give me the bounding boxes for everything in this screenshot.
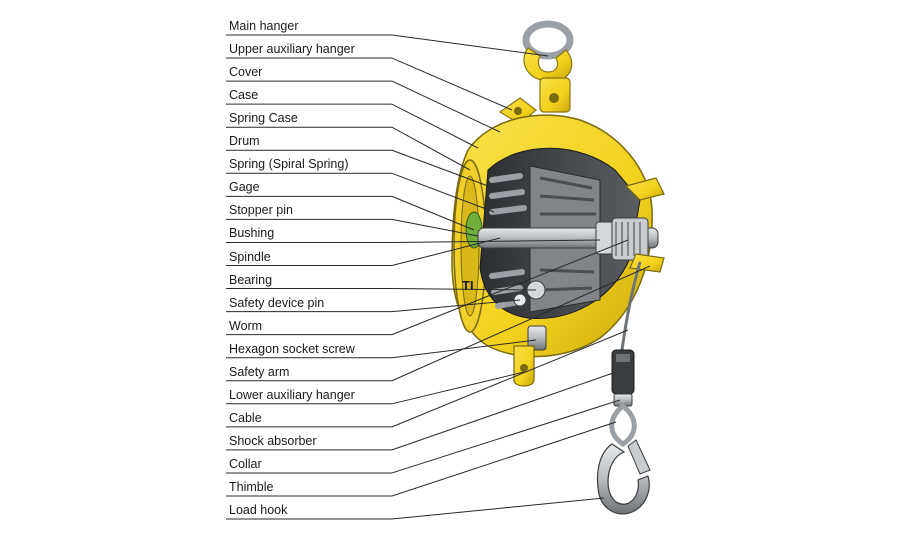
leader-line	[391, 399, 621, 474]
leader-line	[391, 80, 501, 133]
label-bushing: Bushing	[229, 226, 275, 241]
leader-line	[391, 371, 617, 451]
leader-line	[391, 237, 501, 266]
leader-line	[391, 103, 479, 149]
cutaway-interior	[465, 147, 659, 351]
leader-line	[391, 149, 489, 187]
label-hexagon-socket-screw: Hexagon socket screw	[229, 341, 355, 356]
leader-line	[391, 218, 479, 237]
label-spring-case: Spring Case	[229, 111, 298, 126]
label-load-hook: Load hook	[229, 503, 288, 518]
label-safety-device-pin: Safety device pin	[229, 295, 325, 310]
leader-line	[391, 288, 537, 291]
label-safety-arm: Safety arm	[229, 364, 290, 379]
label-thimble: Thimble	[229, 480, 274, 494]
leader-line	[391, 329, 629, 428]
leader-line	[391, 126, 471, 171]
cable	[620, 261, 642, 351]
label-gage: Gage	[229, 180, 260, 195]
leader-line	[391, 172, 495, 213]
leader-line	[391, 371, 525, 405]
label-upper-auxiliary-hanger: Upper auxiliary hanger	[229, 42, 355, 57]
leader-line	[391, 239, 629, 336]
label-drum: Drum	[229, 134, 260, 149]
leader-line	[391, 57, 513, 111]
label-spring-spiral-spring: Spring (Spiral Spring)	[229, 157, 349, 172]
leader-line	[391, 421, 617, 497]
label-shock-absorber: Shock absorber	[229, 433, 317, 448]
label-cable: Cable	[229, 410, 262, 425]
label-bearing: Bearing	[229, 272, 273, 287]
thimble	[609, 402, 637, 448]
label-collar: Collar	[229, 456, 262, 471]
label-lower-auxiliary-hanger: Lower auxiliary hanger	[229, 387, 355, 402]
leader-line	[391, 239, 601, 243]
label-cover: Cover	[229, 65, 263, 80]
label-worm: Worm	[229, 318, 263, 333]
label-main-hanger: Main hanger	[229, 19, 299, 33]
leader-line	[391, 34, 549, 57]
leader-line	[391, 497, 605, 520]
cover-tab	[624, 177, 665, 201]
label-stopper-pin: Stopper pin	[229, 203, 293, 218]
leader-line	[391, 299, 521, 313]
leader-lines	[226, 34, 651, 520]
label-case: Case	[229, 88, 259, 103]
case-logo: TI	[462, 278, 474, 293]
label-spindle: Spindle	[229, 249, 271, 264]
leader-line	[391, 265, 651, 382]
leader-line	[391, 195, 475, 231]
load-hook	[596, 443, 650, 515]
